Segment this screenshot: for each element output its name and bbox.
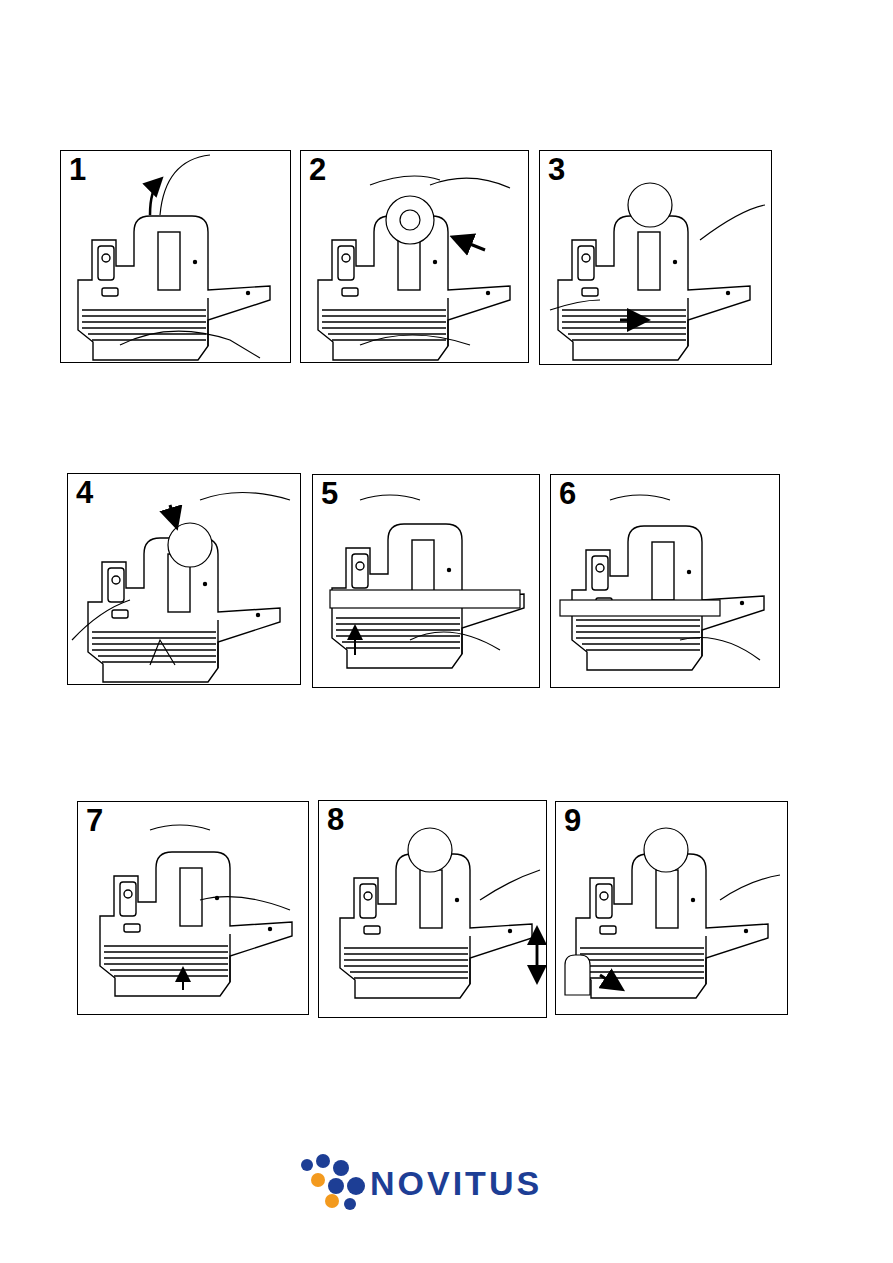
step-number: 4 (76, 477, 93, 508)
step-panel: 8 (318, 800, 547, 1018)
step-panel: 3 (539, 150, 772, 365)
step-panel: 7 (77, 801, 309, 1015)
step-number: 3 (548, 154, 565, 185)
step-number: 2 (309, 154, 326, 185)
logo-text: NOVITUS (370, 1166, 542, 1200)
step-number: 9 (564, 805, 581, 836)
logo-dots (301, 1154, 365, 1210)
step-number: 6 (559, 478, 576, 509)
step-panel: 9 (555, 801, 788, 1015)
step-number: 7 (86, 805, 103, 836)
step-panel: 1 (60, 150, 291, 363)
step-number: 8 (327, 804, 344, 835)
step-panel: 5 (312, 474, 540, 688)
step-panel: 2 (300, 150, 529, 363)
step-panel: 4 (67, 473, 301, 685)
step-number: 5 (321, 478, 338, 509)
step-panel: 6 (550, 474, 780, 688)
step-number: 1 (69, 154, 86, 185)
